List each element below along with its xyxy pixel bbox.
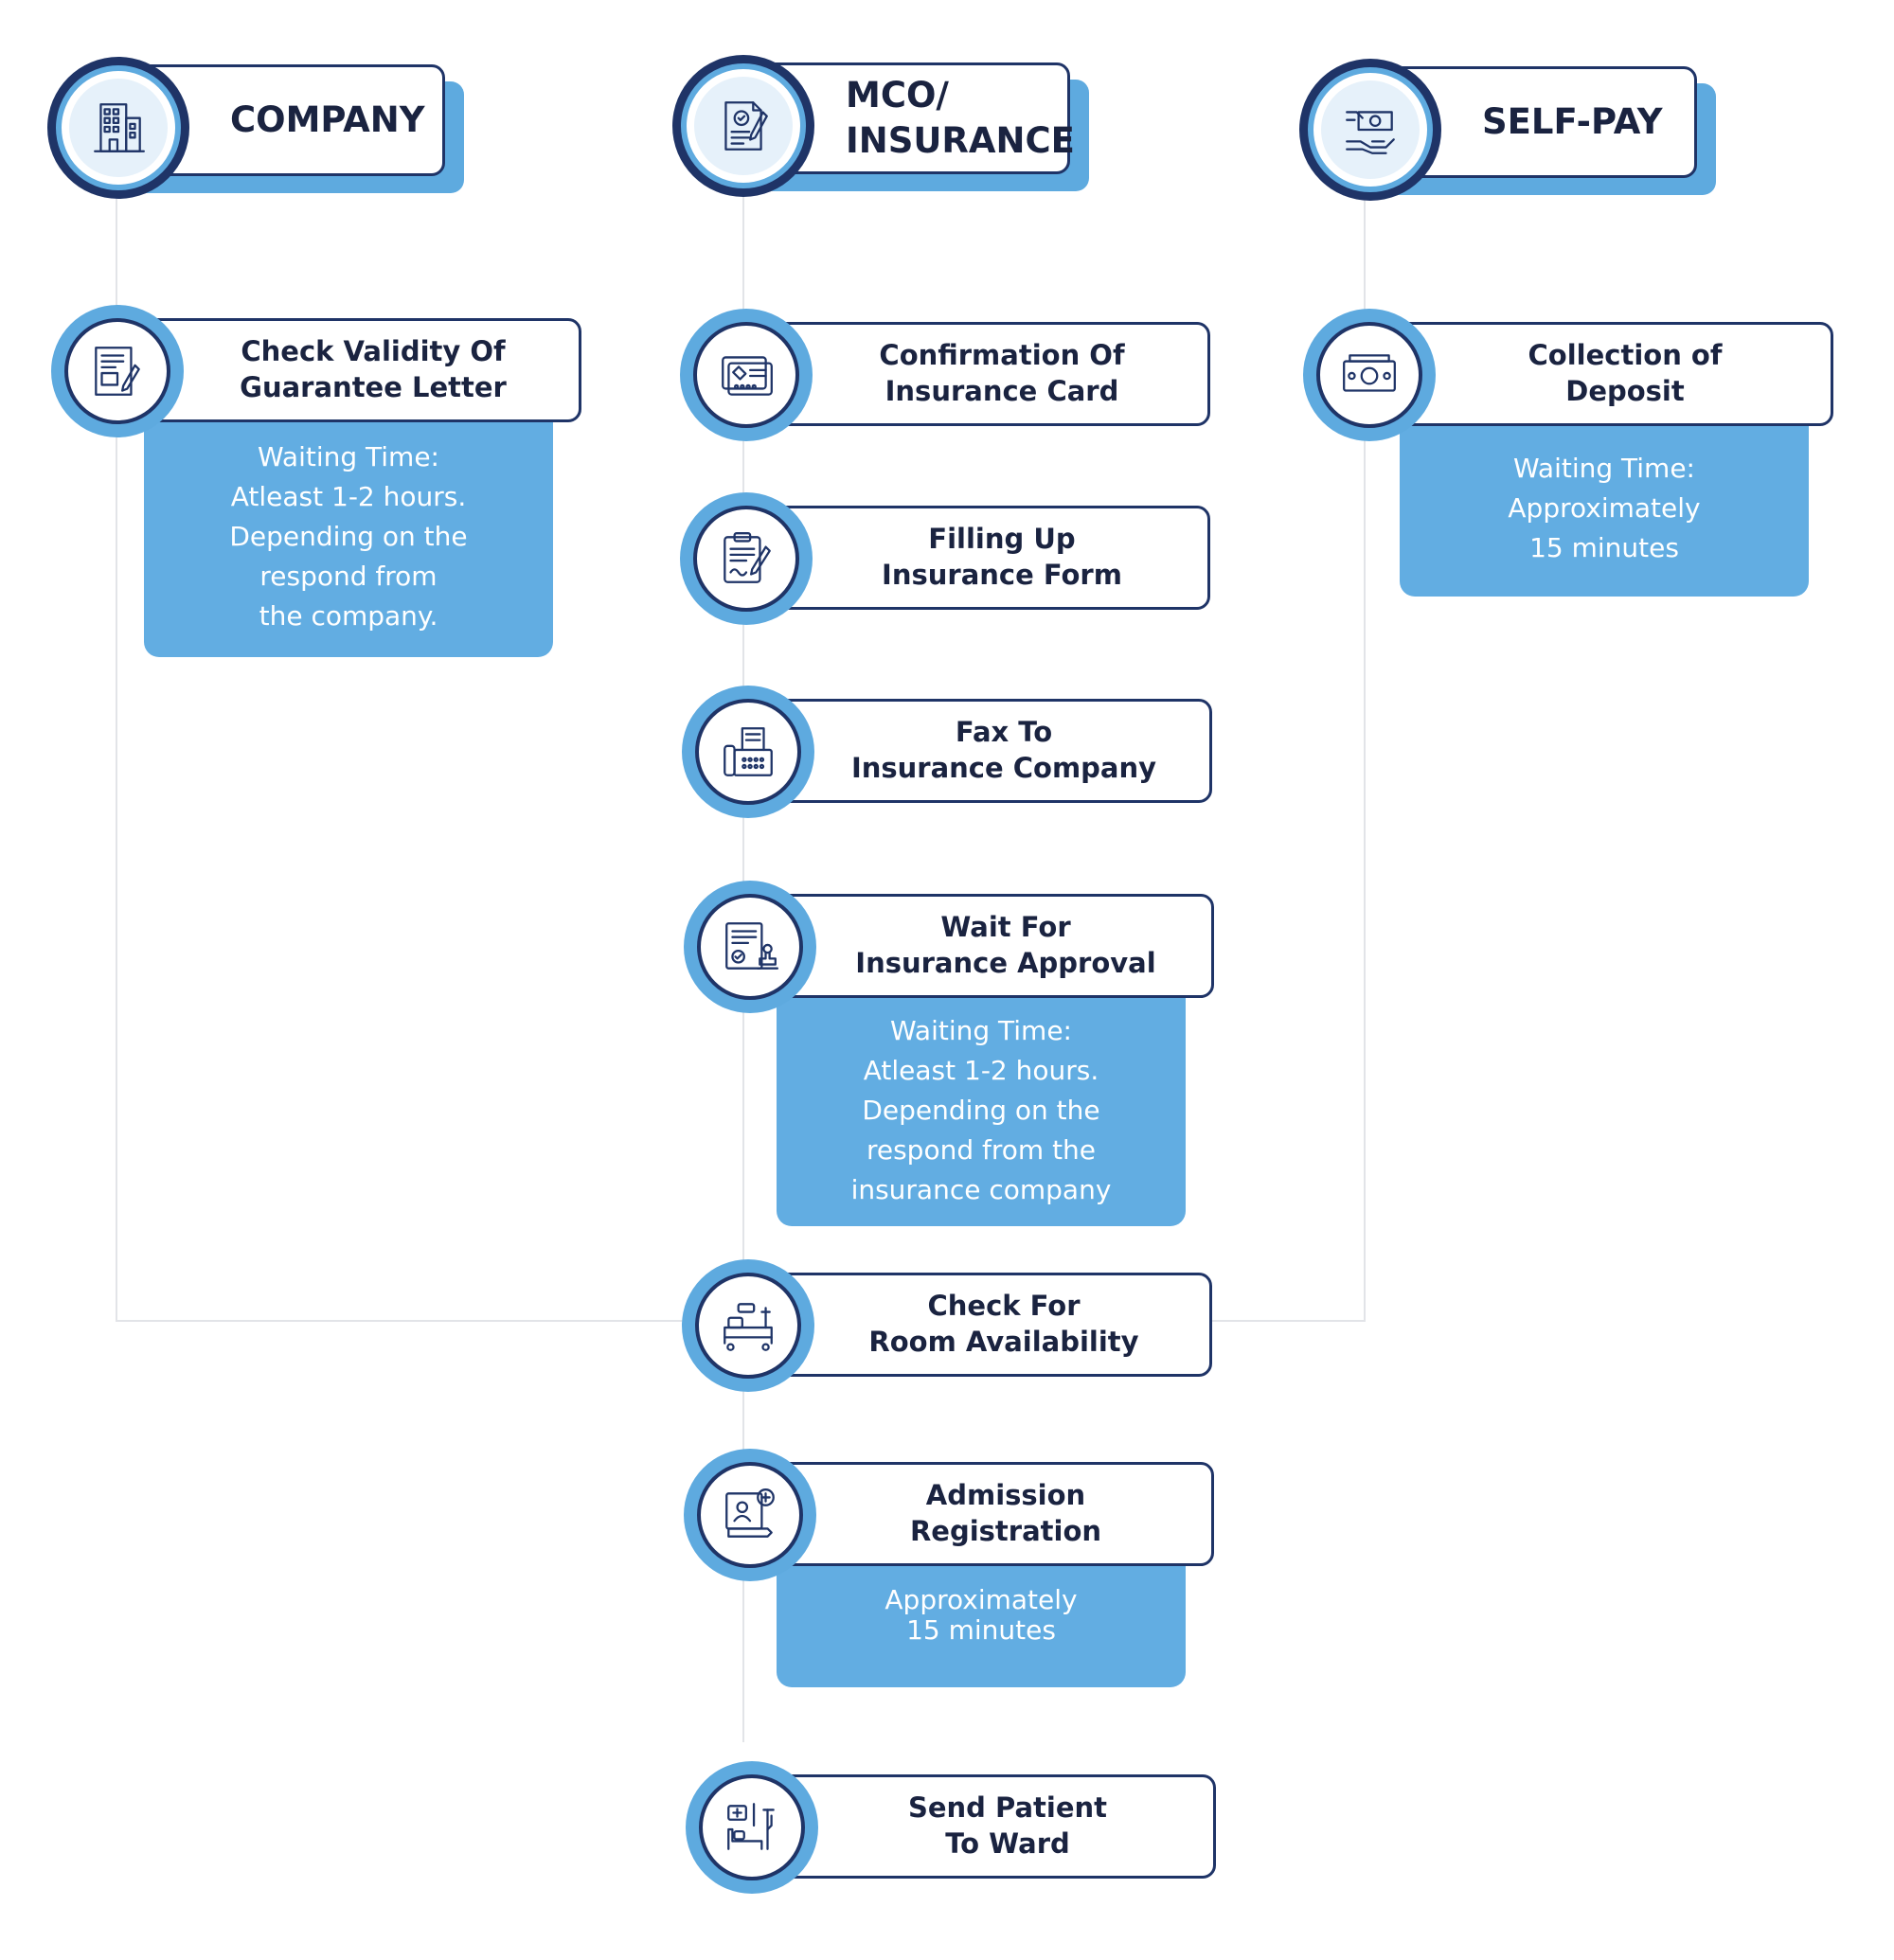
step-label-line: Room Availability <box>868 1326 1139 1358</box>
hospital-bed-icon <box>724 1303 773 1351</box>
step-badge <box>51 305 184 437</box>
step-label-line: Insurance Approval <box>855 947 1156 979</box>
step-badge <box>682 1259 814 1392</box>
cash-hand-icon <box>1346 111 1395 154</box>
step-label-line: Insurance Company <box>850 752 1157 784</box>
header-selfpay-badge <box>1299 59 1441 201</box>
note-insurance-line: Depending on the <box>862 1095 1100 1126</box>
header-selfpay-title: SELF-PAY <box>1482 100 1663 142</box>
connector-company-vertical <box>116 189 117 1322</box>
note-insurance-line: Waiting Time: <box>890 1015 1072 1046</box>
header-company-title: COMPANY <box>230 98 425 140</box>
step-label-line: Guarantee Letter <box>240 371 507 403</box>
patient-registration-icon <box>725 1488 775 1538</box>
document-pen-icon <box>95 347 140 396</box>
step-badge <box>1303 309 1436 441</box>
office-building-icon <box>94 103 145 152</box>
step-label-line: To Ward <box>945 1827 1070 1860</box>
note-insurance-line: Atleast 1-2 hours. <box>863 1055 1099 1086</box>
note-insurance-waiting: Waiting Time: Atleast 1-2 hours. Dependi… <box>777 985 1186 1226</box>
note-company-line: respond from <box>259 561 438 592</box>
step-box: Check Validity Of Guarantee Letter <box>108 318 581 422</box>
note-selfpay-waiting: Waiting Time: Approximately 15 minutes <box>1400 420 1809 597</box>
note-selfpay-line: Approximately <box>1508 492 1701 524</box>
clipboard-pen-icon <box>724 532 771 583</box>
step-label-line: Check For <box>927 1290 1081 1323</box>
note-company-line: Atleast 1-2 hours. <box>230 481 467 512</box>
header-insurance-title-line-1: MCO/ <box>846 74 949 116</box>
step-box: Admission Registration <box>741 1462 1214 1566</box>
step-box: Fax To Insurance Company <box>739 699 1212 803</box>
header-insurance-badge <box>672 55 814 197</box>
note-insurance-line: respond from the <box>866 1134 1097 1166</box>
step-label-line: Insurance Form <box>882 559 1122 591</box>
note-registration-time: Approximately 15 minutes <box>777 1553 1186 1687</box>
step-box: Check For Room Availability <box>739 1273 1212 1377</box>
step-label-line: Deposit <box>1565 375 1685 407</box>
step-label-line: Fax To <box>955 716 1053 749</box>
step-badge <box>684 881 816 1013</box>
connector-selfpay-horizontal <box>1193 1320 1366 1322</box>
hospital-ward-icon <box>727 1803 775 1850</box>
header-insurance-title-line-2: INSURANCE <box>846 120 1075 161</box>
step-label-line: Insurance Card <box>884 375 1119 407</box>
note-company-line: the company. <box>259 600 438 632</box>
step-badge <box>684 1449 816 1581</box>
note-company-waiting: Waiting Time: Atleast 1-2 hours. Dependi… <box>144 407 553 657</box>
note-registration-line: Approximately <box>884 1584 1078 1615</box>
step-label-line: Collection of <box>1528 339 1723 372</box>
note-insurance-line: insurance company <box>850 1174 1112 1205</box>
note-registration-line: 15 minutes <box>906 1614 1056 1646</box>
step-badge <box>680 492 813 625</box>
fax-machine-icon <box>724 727 773 776</box>
step-badge <box>680 309 813 441</box>
banknote-icon <box>1343 354 1396 392</box>
step-label-line: Confirmation Of <box>879 339 1125 372</box>
approval-stamp-icon <box>725 922 779 970</box>
connector-selfpay-vertical <box>1364 189 1366 1322</box>
step-badge <box>686 1761 818 1894</box>
step-label-line: Registration <box>909 1515 1102 1547</box>
step-label-line: Filling Up <box>928 523 1076 556</box>
step-label-line: Admission <box>925 1479 1086 1512</box>
note-selfpay-line: 15 minutes <box>1529 532 1679 563</box>
note-selfpay-line: Waiting Time: <box>1513 453 1695 484</box>
step-label-line: Check Validity Of <box>241 335 506 368</box>
step-label-line: Wait For <box>940 911 1071 944</box>
step-box: Wait For Insurance Approval <box>741 894 1214 998</box>
step-badge <box>682 686 814 818</box>
step-box: Collection of Deposit <box>1360 322 1833 426</box>
header-company-badge <box>47 57 189 199</box>
step-label-line: Send Patient <box>907 1791 1108 1825</box>
connector-company-horizontal <box>116 1320 684 1322</box>
note-company-line: Depending on the <box>229 521 468 552</box>
note-company-line: Waiting Time: <box>258 441 439 472</box>
insurance-document-icon <box>724 101 768 151</box>
step-box: Filling Up Insurance Form <box>737 506 1210 610</box>
id-card-icon <box>722 356 773 396</box>
